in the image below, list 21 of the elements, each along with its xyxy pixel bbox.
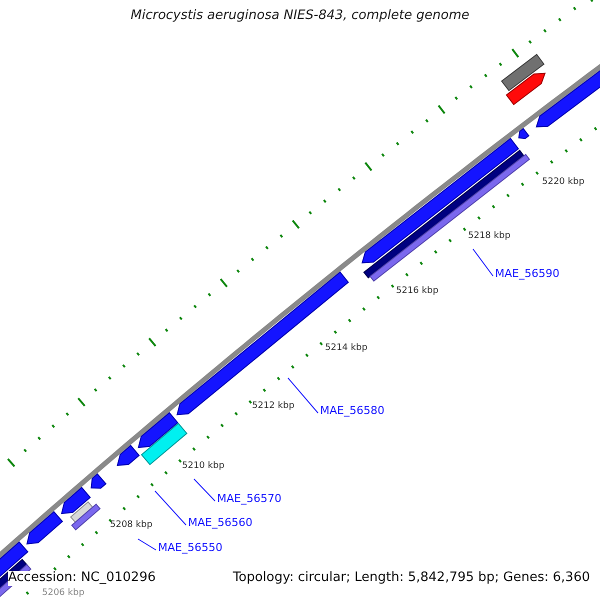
gene-label: MAE_56560 xyxy=(188,517,252,530)
leader-line xyxy=(154,490,186,526)
scale-label: 5212 kbp xyxy=(252,401,294,412)
leader-line xyxy=(194,478,216,502)
accession-text: Accession: NC_010296 xyxy=(8,571,156,586)
gene-label: MAE_56550 xyxy=(158,542,222,555)
gene-label: MAE_56580 xyxy=(320,405,384,418)
leader-line xyxy=(288,378,318,414)
scale-label: 5214 kbp xyxy=(325,343,368,354)
scale-label: 5218 kbp xyxy=(468,231,510,242)
leader-line xyxy=(472,248,494,276)
leader-line xyxy=(138,538,156,550)
gene-label: MAE_56570 xyxy=(217,493,282,506)
scale-label: 5208 kbp xyxy=(110,520,152,530)
scale-label: 5216 kbp xyxy=(396,286,438,296)
scale-label: 5206 kbp xyxy=(42,588,84,598)
genome-info-text: Topology: circular; Length: 5,842,795 bp; Genes: 6,360 xyxy=(232,571,590,586)
scale-label: 5220 kbp xyxy=(542,177,584,188)
scale-label: 5210 kbp xyxy=(182,461,224,472)
map-title: Microcystis aeruginosa NIES-843, complete genome xyxy=(130,9,470,24)
gene-label: MAE_56590 xyxy=(495,268,560,281)
